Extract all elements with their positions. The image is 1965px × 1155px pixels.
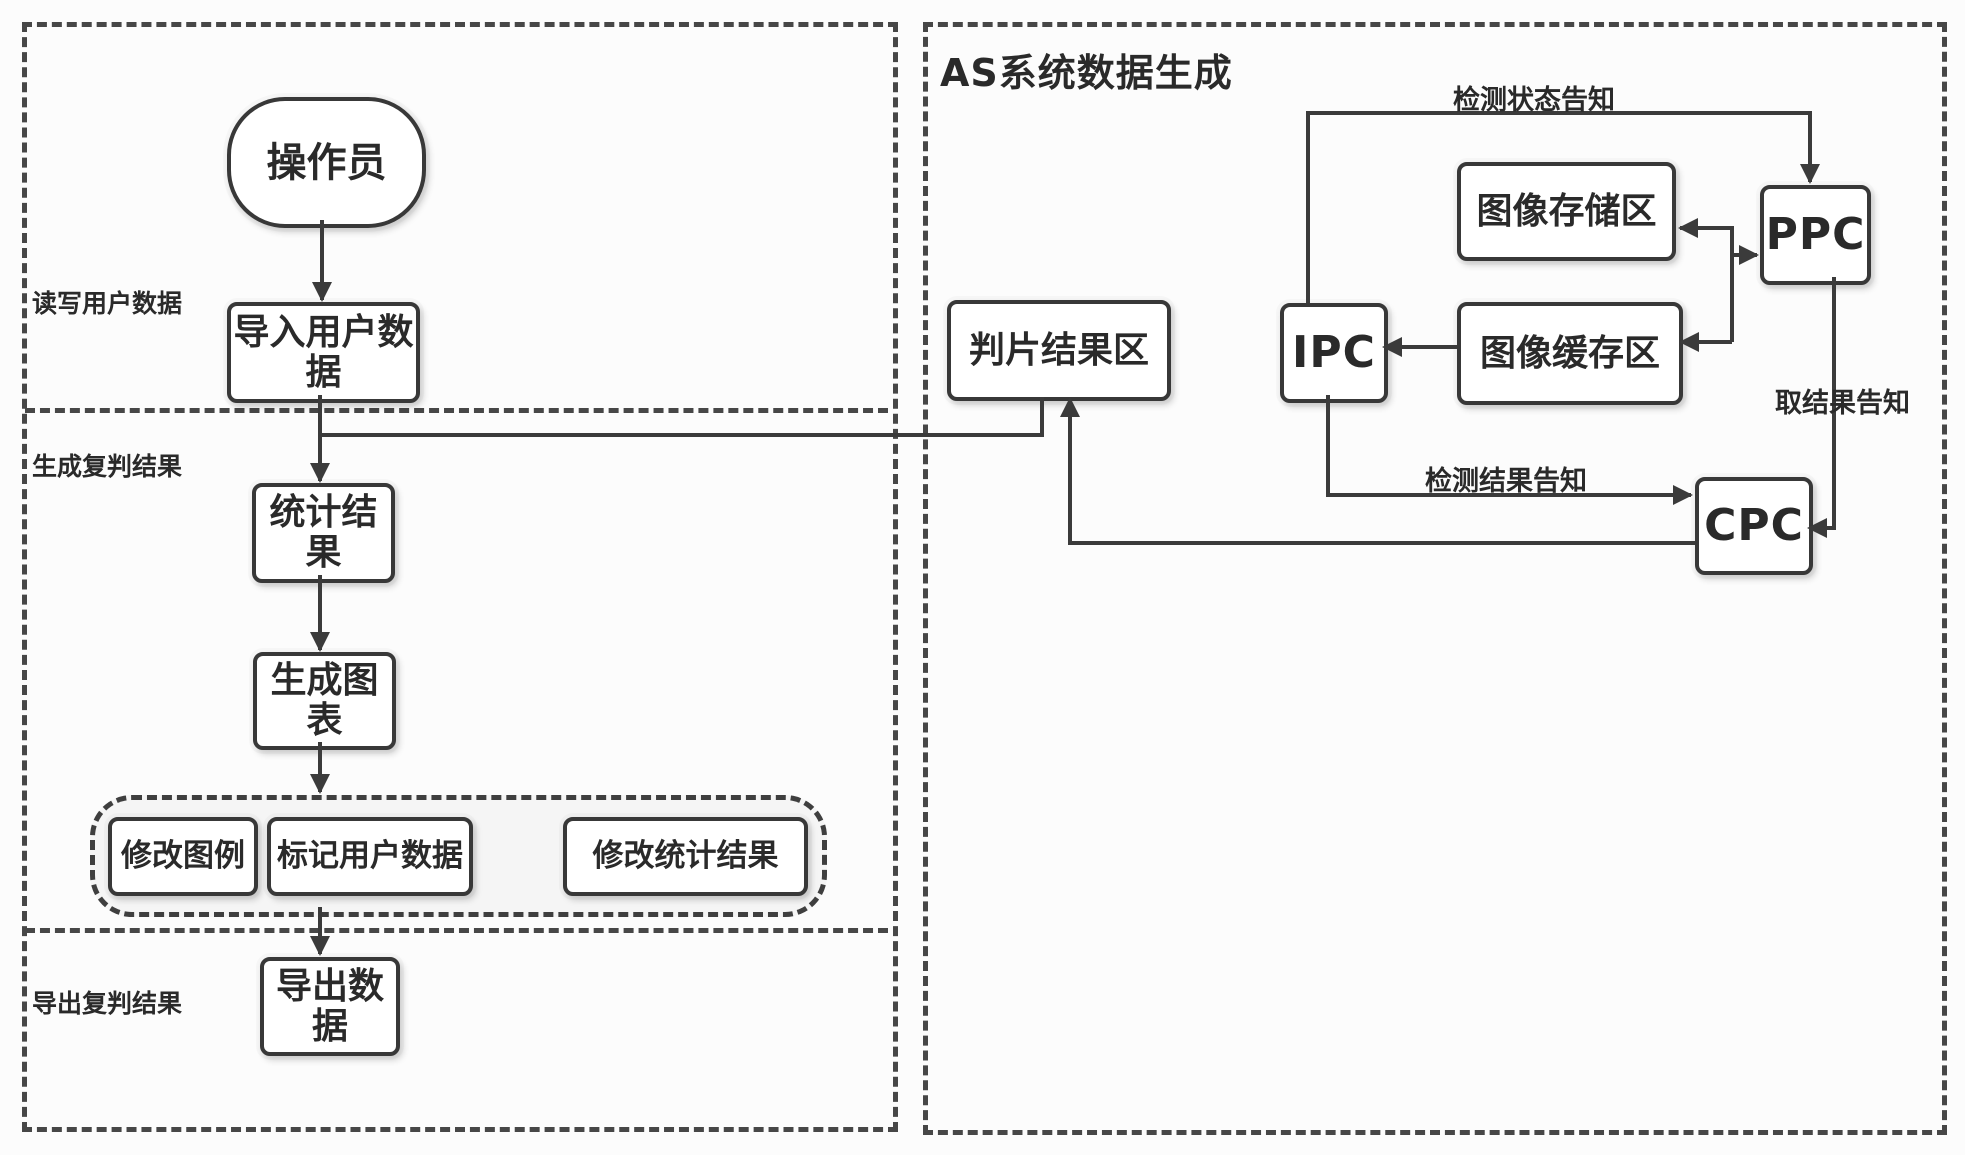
chart-edit-group (90, 795, 827, 917)
edge-label-fetch-result-notify: 取结果告知 (1775, 388, 1910, 419)
section-label-generate-review-result: 生成复判结果 (32, 452, 183, 481)
left-panel (22, 22, 898, 1132)
node-import-user-data: 导入用户数据 (227, 302, 420, 403)
node-mark-user-data: 标记用户数据 (267, 817, 473, 896)
edge-label-detect-status-notify: 检测状态告知 (1453, 85, 1615, 116)
node-operator: 操作员 (227, 97, 426, 228)
section-label-export-review-result: 导出复判结果 (32, 989, 183, 1018)
node-stats-result: 统计结果 (252, 483, 395, 583)
edge-ppc-to-cpc (1807, 277, 1836, 538)
left-panel-divider-1 (25, 408, 888, 413)
node-ppc: PPC (1760, 185, 1871, 285)
node-image-cache-area: 图像缓存区 (1457, 302, 1683, 405)
node-image-storage-area: 图像存储区 (1457, 162, 1676, 261)
edge-import-to-judge-result-area (318, 395, 1044, 437)
edge-cpc-to-judge-result-area (1060, 397, 1695, 545)
left-panel-divider-2 (25, 928, 888, 933)
section-label-read-write-user-data: 读写用户数据 (32, 289, 183, 318)
node-edit-stats-result: 修改统计结果 (563, 817, 808, 896)
node-edit-legend: 修改图例 (108, 817, 258, 896)
edge-label-detect-result-notify: 检测结果告知 (1425, 466, 1587, 497)
node-export-data: 导出数据 (260, 957, 400, 1056)
edge-ipc-to-cpc (1326, 395, 1693, 505)
right-panel-title: AS系统数据生成 (940, 51, 1233, 95)
node-generate-chart: 生成图表 (253, 652, 396, 750)
node-judge-result-area: 判片结果区 (947, 300, 1171, 401)
edge-junction-to-image-storage (1678, 218, 1734, 342)
edge-ipc-to-ppc (1306, 111, 1820, 303)
right-panel (923, 22, 1947, 1135)
node-cpc: CPC (1695, 477, 1813, 575)
